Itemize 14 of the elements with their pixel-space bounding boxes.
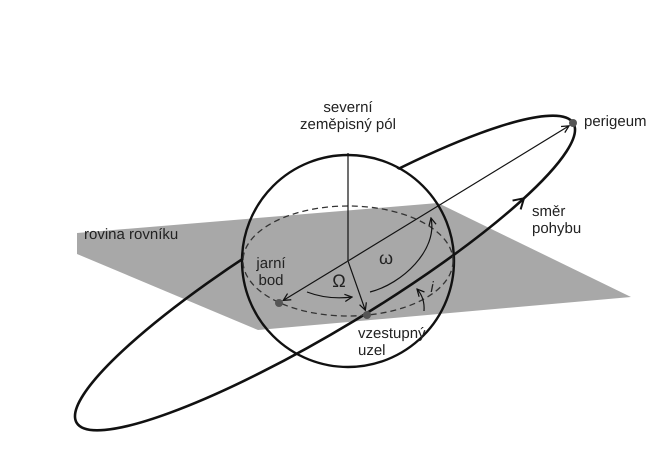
point-label: vzestupný uzel <box>358 325 427 359</box>
plane-label: rovina rovníku <box>84 226 178 243</box>
point-marker <box>569 119 578 128</box>
axis-line <box>347 153 349 260</box>
arrow <box>348 262 367 311</box>
angle-symbol: Ω <box>331 273 347 290</box>
arrow <box>282 261 348 302</box>
angle-symbol: i <box>429 279 435 296</box>
point-label: perigeum <box>584 113 648 130</box>
angle-symbol: ω <box>378 250 394 267</box>
motion-label: směr pohybu <box>532 203 582 237</box>
point-label: jarní bod <box>255 255 287 289</box>
arrow <box>348 125 570 261</box>
pole-label: severní zeměpisný pól <box>299 99 397 133</box>
